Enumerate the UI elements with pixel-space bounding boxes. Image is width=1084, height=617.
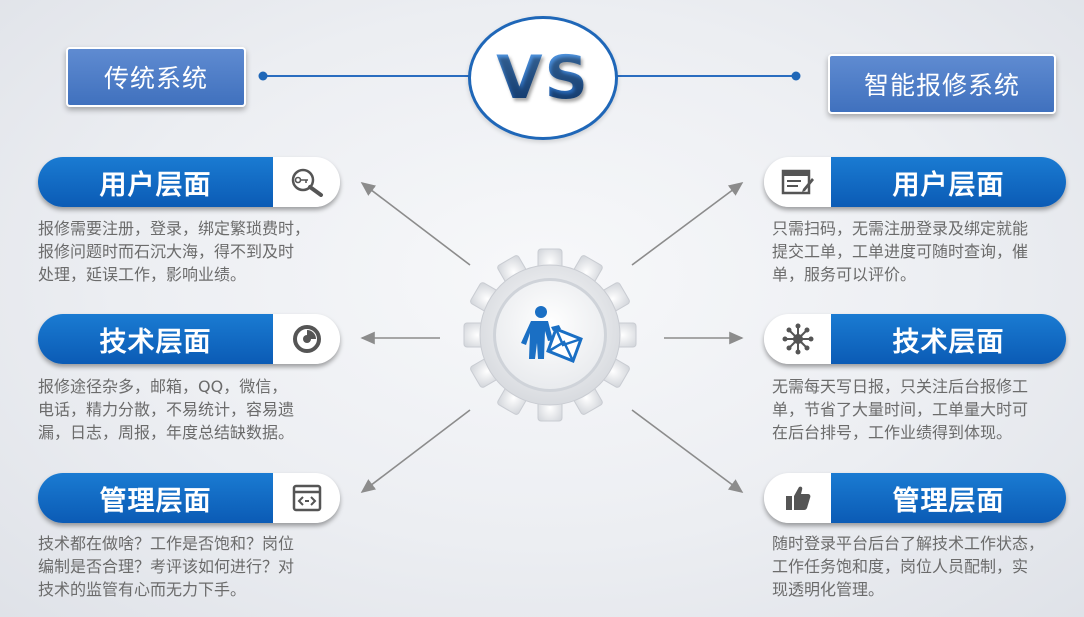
thumbs-up-icon (764, 473, 831, 523)
desc-line: 单，服务可以评价。 (772, 265, 917, 284)
desc-line: 提交工单，工单进度可随时查询，催 (772, 242, 1029, 261)
smart-user-title: 用户层面 (831, 157, 1066, 207)
arrow-left-top (360, 182, 471, 266)
traditional-tech-desc: 报修途径杂多，邮箱，QQ，微信， 电话，精力分散，不易统计，容易遗 漏，日志，周… (38, 375, 360, 444)
vs-badge: VS (468, 16, 618, 140)
vs-text: VS (496, 43, 590, 113)
desc-line: 处理，延误工作，影响业绩。 (38, 265, 247, 284)
smart-tech-desc: 无需每天写日报，只关注后台报修工 单，节省了大量时间，工单量大时可 在后台排号，… (772, 375, 1072, 444)
desc-line: 编制是否合理？考评该如何进行？对 (38, 557, 295, 576)
smart-user-desc: 只需扫码，无需注册登录及绑定就能 提交工单，工单进度可随时查询，催 单，服务可以… (772, 217, 1072, 286)
traditional-tech-pill: 技术层面 (38, 314, 340, 364)
edit-window-icon (764, 157, 831, 207)
traditional-tech-title: 技术层面 (38, 314, 273, 364)
desc-line: 随时登录平台后台了解技术工作状态， (772, 534, 1045, 553)
desc-line: 工作任务饱和度，岗位人员配制，实 (772, 557, 1029, 576)
traditional-user-title: 用户层面 (38, 157, 273, 207)
arrow-left-bottom (360, 409, 471, 493)
arrow-right-bottom (631, 409, 744, 493)
desc-line: 技术都在做啥？工作是否饱和？岗位 (38, 534, 295, 553)
arrow-right-top (631, 182, 744, 266)
desc-line: 技术的监管有心而无力下手。 (38, 580, 247, 599)
traditional-mgmt-desc: 技术都在做啥？工作是否饱和？岗位 编制是否合理？考评该如何进行？对 技术的监管有… (38, 532, 360, 601)
traditional-mgmt-pill: 管理层面 (38, 473, 340, 523)
desc-line: 现透明化管理。 (772, 580, 885, 599)
desc-line: 漏，日志，周报，年度总结缺数据。 (38, 423, 295, 442)
smart-system-title: 智能报修系统 (828, 54, 1056, 114)
key-search-icon (273, 157, 340, 207)
smart-mgmt-desc: 随时登录平台后台了解技术工作状态， 工作任务饱和度，岗位人员配制，实 现透明化管… (772, 532, 1077, 601)
desc-line: 无需每天写日报，只关注后台报修工 (772, 377, 1029, 396)
desc-line: 单，节省了大量时间，工单量大时可 (772, 400, 1029, 419)
desc-line: 只需扫码，无需注册登录及绑定就能 (772, 219, 1029, 238)
smart-mgmt-pill: 管理层面 (764, 473, 1066, 523)
traditional-user-desc: 报修需要注册，登录，绑定繁琐费时， 报修问题时而石沉大海，得不到及时 处理，延误… (38, 217, 360, 286)
desc-line: 报修需要注册，登录，绑定繁琐费时， (38, 219, 311, 238)
smart-mgmt-title: 管理层面 (831, 473, 1066, 523)
smart-user-pill: 用户层面 (764, 157, 1066, 207)
smart-tech-title: 技术层面 (831, 314, 1066, 364)
worker-with-envelope-icon (521, 306, 583, 363)
desc-line: 在后台排号，工作业绩得到体现。 (772, 423, 1013, 442)
desc-line: 报修途径杂多，邮箱，QQ，微信， (38, 377, 288, 396)
traditional-mgmt-title: 管理层面 (38, 473, 273, 523)
desc-line: 电话，精力分散，不易统计，容易遗 (38, 400, 295, 419)
desc-line: 报修问题时而石沉大海，得不到及时 (38, 242, 295, 261)
smart-tech-pill: 技术层面 (764, 314, 1066, 364)
pie-chart-icon (273, 314, 340, 364)
center-gear (460, 245, 640, 425)
traditional-system-title: 传统系统 (66, 47, 246, 107)
traditional-user-pill: 用户层面 (38, 157, 340, 207)
network-icon (764, 314, 831, 364)
code-window-icon (273, 473, 340, 523)
